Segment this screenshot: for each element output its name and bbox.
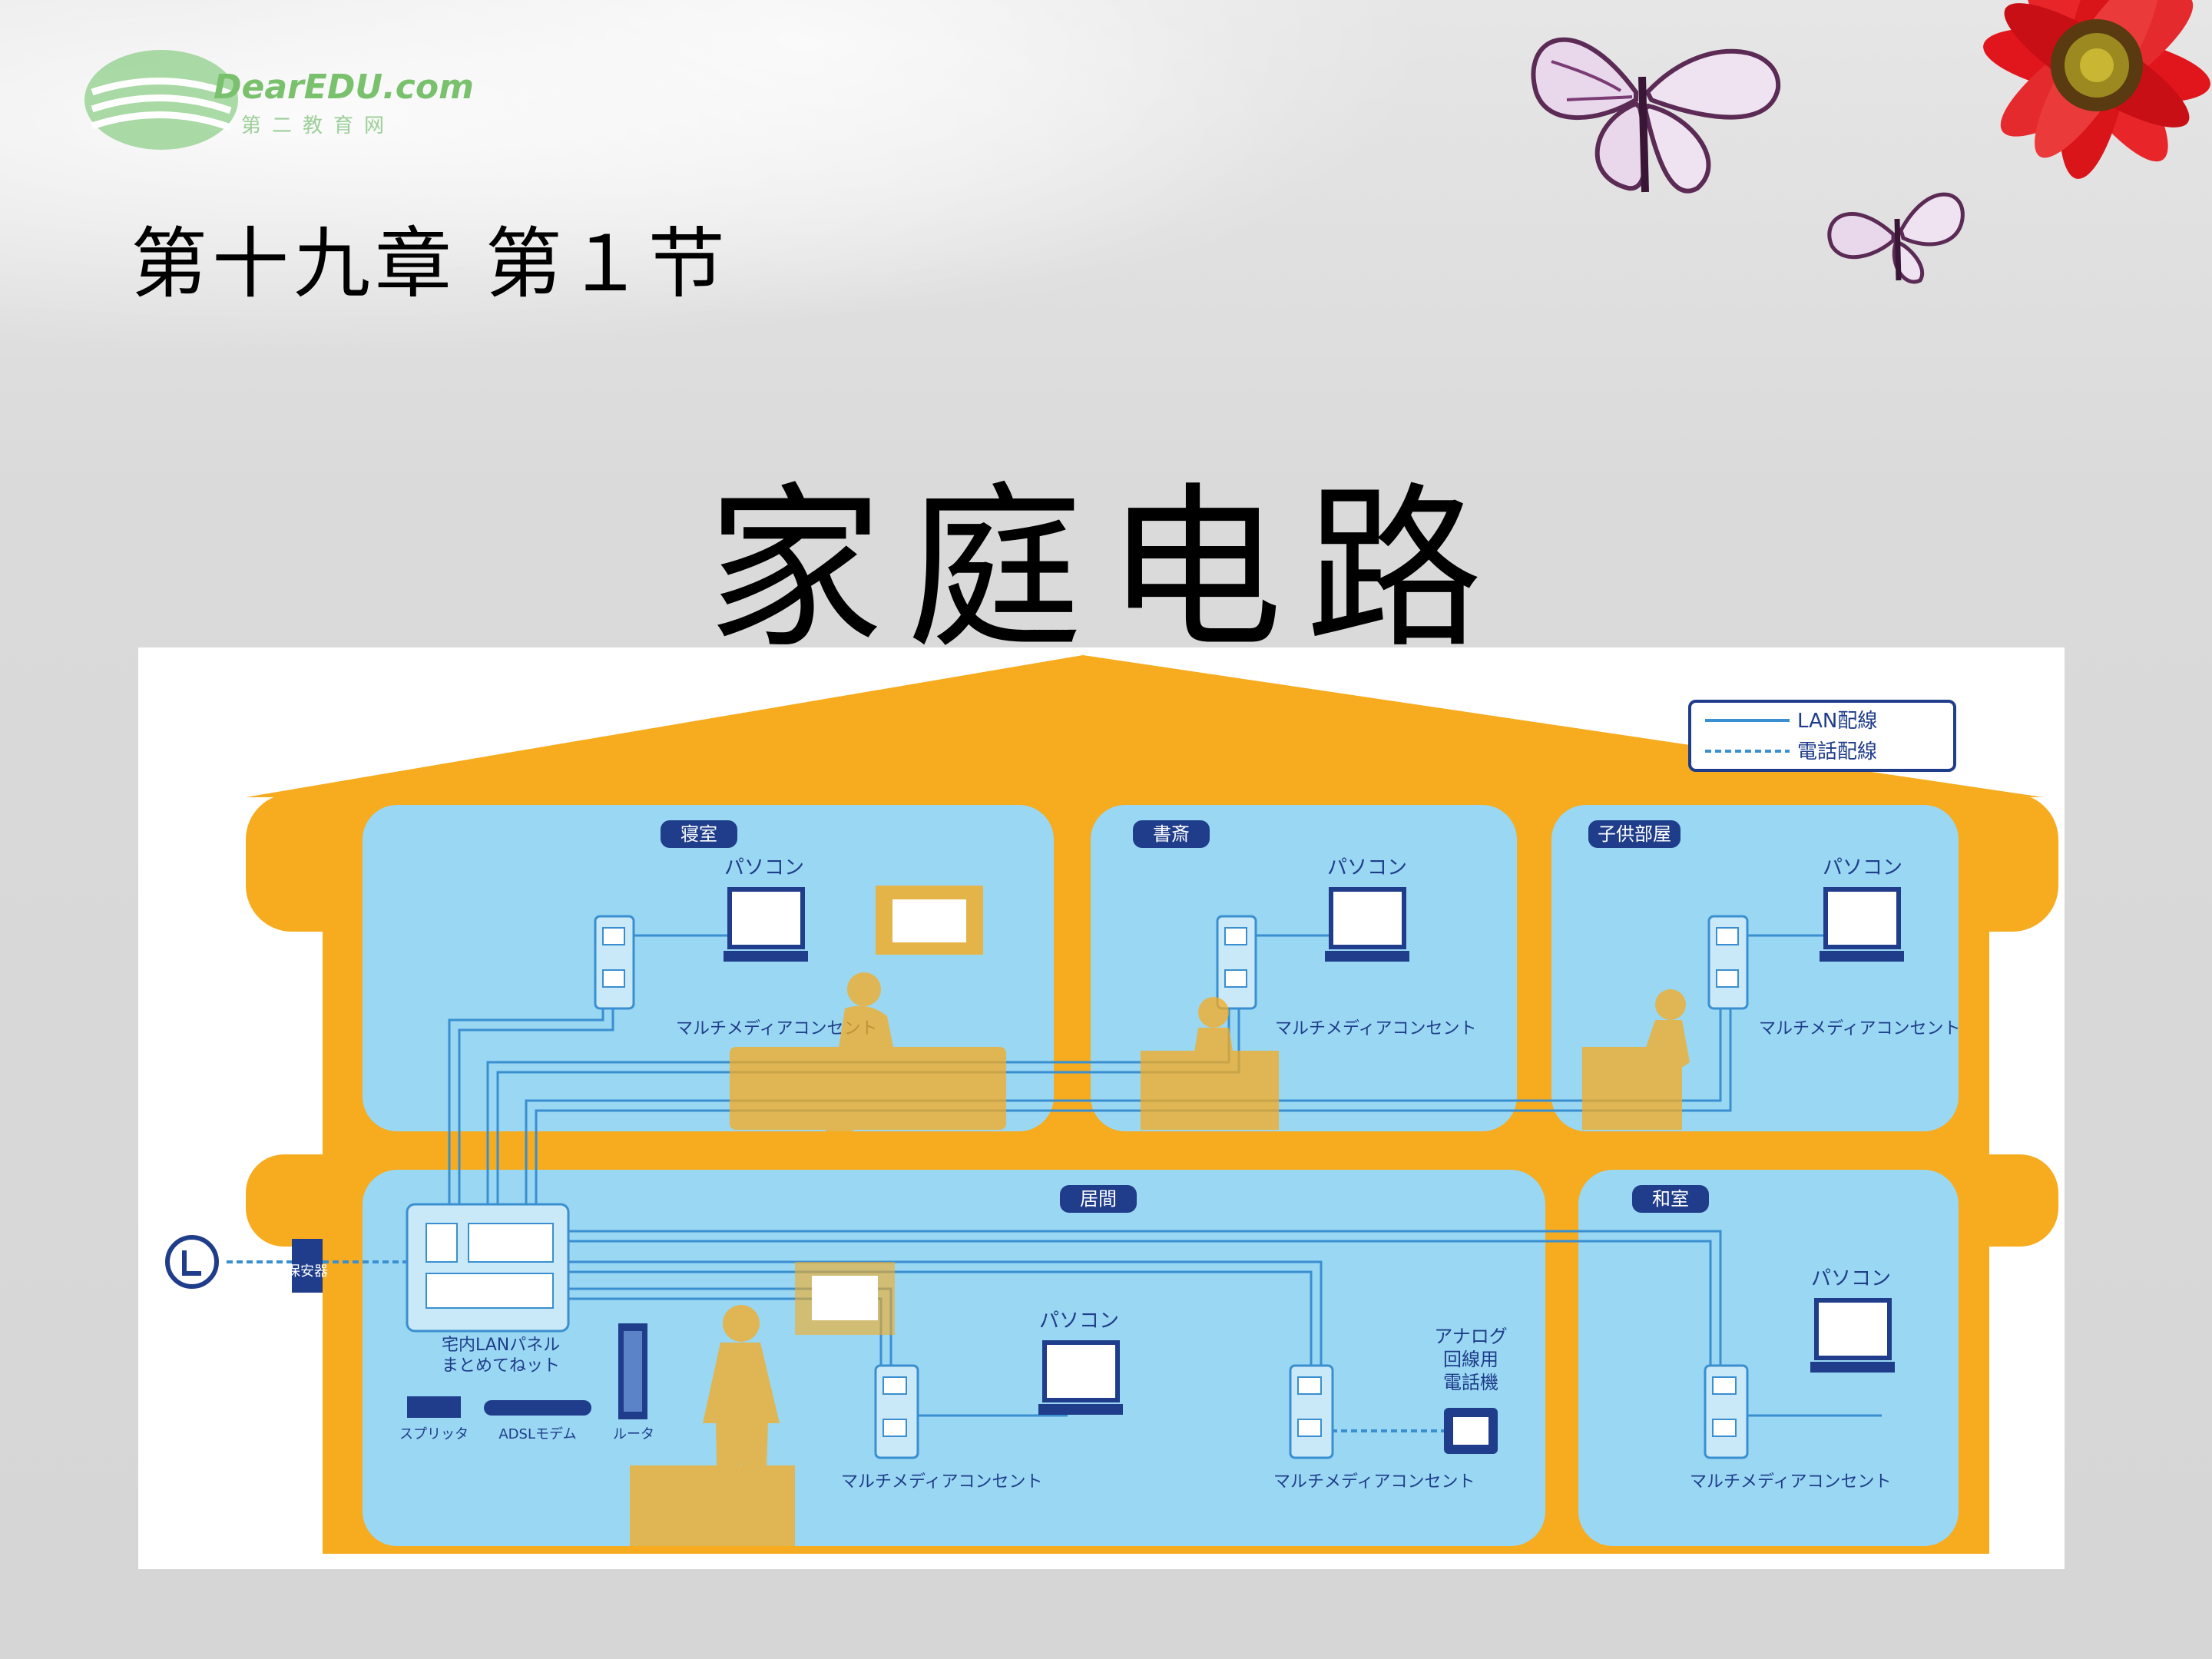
outlet-japanese [1704, 1364, 1749, 1459]
room-badge-japanese: 和室 [1632, 1185, 1709, 1213]
pc-label-kids: パソコン [1823, 856, 1902, 879]
room-badge-living: 居間 [1060, 1185, 1137, 1213]
outlet-label-study: マルチメディアコンセント [1275, 1019, 1476, 1038]
outlet-bedroom [594, 915, 635, 1010]
pc-label-bedroom: パソコン [724, 856, 804, 879]
pc-label-study: パソコン [1327, 856, 1407, 879]
pc-label-living: パソコン [1039, 1310, 1119, 1333]
pc-icon-bedroom [724, 887, 808, 962]
wall-picture-living [795, 1262, 895, 1335]
logo-subtext: 第二教育网 [241, 114, 395, 137]
outlet-living-2 [1289, 1364, 1334, 1459]
wall-picture-bedroom [876, 886, 983, 955]
phone-wiring [227, 1260, 1459, 1432]
adsl-modem-device [484, 1400, 591, 1416]
pc-icon-japanese [1810, 1298, 1895, 1373]
svg-text:居間: 居間 [1080, 1188, 1117, 1210]
modem-label: ADSLモデム [498, 1426, 576, 1442]
home-network-diagram: 寝室 書斎 子供部屋 居間 和室 LAN配線 電話配線 [138, 647, 2065, 1569]
phone-label-line2: 回線用 [1443, 1349, 1498, 1370]
legend-phone: 電話配線 [1797, 740, 1877, 763]
room-badge-study: 書斎 [1133, 820, 1210, 848]
outlet-label-kids: マルチメディアコンセント [1759, 1019, 1960, 1038]
page-title: 家庭电路 [707, 468, 1505, 673]
outlet-living-1 [874, 1364, 919, 1459]
legend-lan: LAN配線 [1797, 710, 1877, 733]
telephone-icon [1444, 1408, 1498, 1454]
svg-text:書斎: 書斎 [1153, 823, 1190, 845]
splitter-label: スプリッタ [399, 1426, 469, 1442]
chapter-heading: 第十九章 第１节 [131, 219, 730, 309]
outlet-label-living-1: マルチメディアコンセント [841, 1472, 1042, 1492]
red-flower-icon [1983, 0, 2210, 179]
service-entry-icon [165, 1235, 219, 1289]
svg-text:寝室: 寝室 [680, 823, 717, 845]
house-roof [246, 655, 2043, 797]
small-butterfly-icon [1827, 192, 1965, 284]
legend: LAN配線 電話配線 [1688, 700, 1956, 772]
logo-text: DearEDU.com [214, 68, 474, 107]
phone-label-line1: アナログ [1434, 1326, 1508, 1347]
room-badge-bedroom: 寝室 [661, 820, 737, 848]
pc-label-japanese: パソコン [1811, 1267, 1891, 1290]
svg-text:和室: 和室 [1652, 1188, 1689, 1210]
router-device [618, 1323, 647, 1419]
phone-label-line3: 電話機 [1443, 1372, 1498, 1393]
background-texture [0, 0, 1459, 399]
panel-label-line1: 宅内LANパネル [442, 1336, 560, 1355]
svg-text:保安器: 保安器 [286, 1263, 328, 1280]
room-living [363, 1170, 1545, 1546]
room-badge-kids: 子供部屋 [1588, 820, 1681, 848]
svg-text:子供部屋: 子供部屋 [1598, 823, 1671, 845]
outlet-study [1216, 915, 1257, 1010]
pc-icon-study [1325, 887, 1409, 962]
splitter-device [407, 1396, 461, 1418]
people-silhouettes [630, 972, 1690, 1546]
outlet-label-living-2: マルチメディアコンセント [1273, 1472, 1475, 1492]
pc-icon-living [1038, 1340, 1123, 1415]
butterfly-icon [1531, 37, 1781, 194]
protector-box: 保安器 [286, 1239, 328, 1293]
room-japanese [1578, 1170, 1959, 1546]
pc-icon-kids [1820, 887, 1904, 962]
router-label: ルータ [613, 1426, 654, 1442]
panel-label-line2: まとめてねット [442, 1356, 560, 1376]
outlet-kids [1707, 915, 1749, 1010]
outlet-label-japanese: マルチメディアコンセント [1690, 1472, 1891, 1492]
lan-panel [406, 1203, 570, 1333]
dearedu-logo: DearEDU.com 第二教育网 [84, 50, 474, 150]
